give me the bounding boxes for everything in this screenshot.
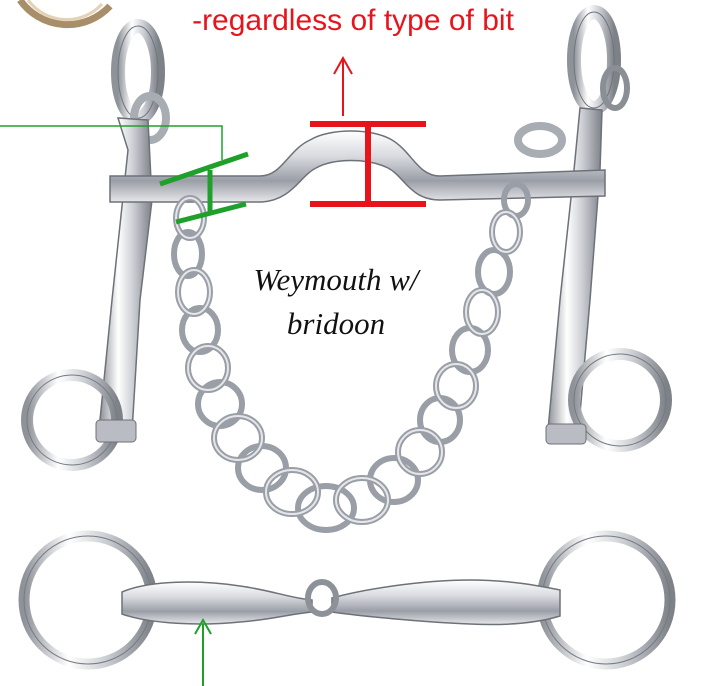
bridoon-right-ring [542, 536, 670, 664]
curb-chain [174, 184, 528, 530]
bridoon-left-cannon [122, 582, 312, 624]
curb-chain-highlight [176, 198, 520, 522]
bridoon-right-cannon [332, 580, 560, 625]
green-leader-line [0, 126, 222, 160]
caption-weymouth: Weymouth w/ bridoon [236, 258, 436, 346]
bridoon-snaffle [24, 536, 670, 664]
caption-top: -regardless of type of bit [0, 4, 706, 38]
right-lip-strap-loop [518, 126, 562, 154]
right-lower-ring [574, 354, 666, 446]
caption-weymouth-line-1: Weymouth w/ [236, 258, 436, 302]
right-shank-end [546, 424, 586, 444]
left-shank-end [96, 420, 136, 442]
curb-mouthpiece-port [110, 131, 605, 202]
weymouth-curb-bit [27, 12, 666, 465]
caption-weymouth-line-2: bridoon [236, 302, 436, 346]
